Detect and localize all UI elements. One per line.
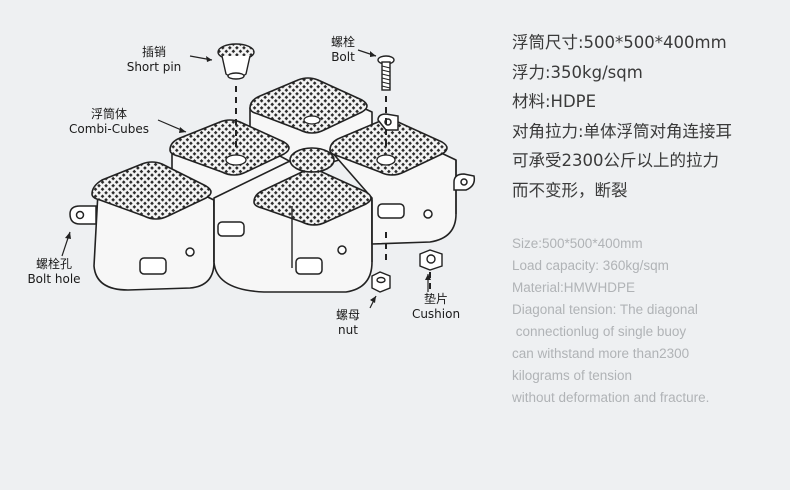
spec-cn-line: 可承受2300公斤以上的拉力 (512, 151, 719, 170)
combi-cubes-label-cn: 浮筒体 (90, 107, 127, 121)
spec-en-line: Size:500*500*400mm (512, 236, 643, 251)
spec-en-line: connectionlug of single buoy (512, 324, 687, 339)
spec-en-line: Load capacity: 360kg/sqm (512, 258, 669, 273)
spec-en-line: Diagonal tension: The diagonal (512, 302, 698, 317)
dock-assembly-diagram: 插销 Short pin 螺栓 Bolt 浮筒体 Combi-Cubes 螺栓孔… (22, 35, 476, 338)
bolt-hole-label: 螺栓孔 Bolt hole (22, 257, 86, 287)
spec-english: Size:500*500*400mm Load capacity: 360kg/… (512, 233, 782, 409)
short-pin-icon (217, 43, 255, 80)
nut-label-cn: 螺母 (335, 308, 360, 322)
spec-cn-line: 浮力:350kg/sqm (512, 62, 643, 82)
nut-label: 螺母 nut (330, 308, 366, 338)
float-cube-top-right (329, 119, 448, 176)
short-pin-label: 插销 Short pin (120, 45, 188, 75)
float-cube-top-back (249, 77, 368, 134)
spec-cn-line: 浮筒尺寸:500*500*400mm (512, 33, 727, 52)
spec-cn-line: 对角拉力:单体浮筒对角连接耳 (512, 121, 733, 141)
spec-chinese: 浮筒尺寸:500*500*400mm 浮力:350kg/sqm 材料:HDPE … (512, 28, 782, 205)
cushion-icon (419, 249, 443, 271)
bolt-label-en: Bolt (331, 50, 355, 64)
nut-label-en: nut (338, 323, 358, 337)
dock-drawing (61, 43, 476, 309)
cushion-label: 垫片 Cushion (406, 292, 466, 322)
bolt-hole-label-cn: 螺栓孔 (35, 257, 72, 271)
short-pin-label-en: Short pin (126, 60, 182, 74)
nut-icon (371, 271, 391, 293)
bolt-label: 螺栓 Bolt (326, 35, 360, 65)
center-connector (289, 147, 335, 173)
short-pin-label-cn: 插销 (141, 45, 166, 59)
float-cube-top-midleft (169, 119, 290, 176)
bolt-hole-label-en: Bolt hole (27, 272, 81, 286)
cushion-label-cn: 垫片 (423, 292, 448, 306)
float-cube-top-front (253, 169, 372, 226)
spec-en-line: kilograms of tension (512, 368, 633, 383)
spec-en-line: without deformation and fracture. (512, 390, 710, 405)
spec-en-line: can withstand more than2300 (512, 346, 690, 361)
spec-cn-line: 而不变形，断裂 (512, 180, 628, 200)
bolt-hole-ears (69, 113, 476, 275)
spec-en-line: Material:HMWHDPE (512, 280, 636, 295)
combi-cubes-label: 浮筒体 Combi-Cubes (60, 107, 158, 137)
float-cube-top-left (91, 161, 212, 220)
spec-cn-line: 材料:HDPE (512, 92, 597, 111)
bolt-label-cn: 螺栓 (330, 35, 355, 49)
cushion-label-en: Cushion (411, 307, 461, 321)
combi-cubes-label-en: Combi-Cubes (69, 122, 149, 136)
bolt-icon (377, 55, 395, 91)
